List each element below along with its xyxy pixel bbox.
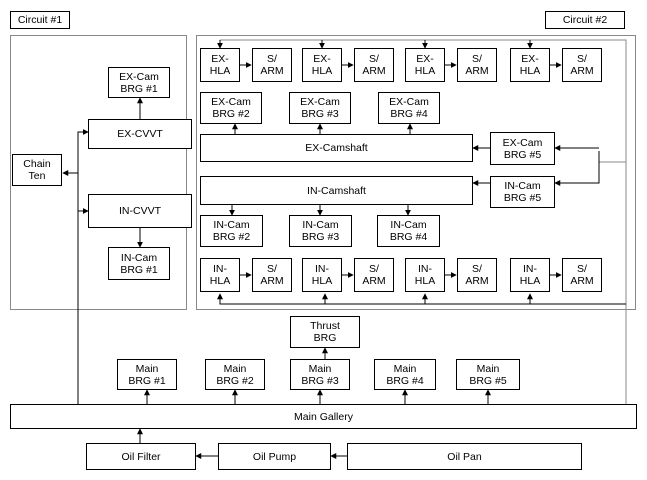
main-brg-4: Main BRG #4 (374, 359, 436, 390)
s-arm-4: S/ ARM (562, 48, 602, 82)
oil-filter: Oil Filter (86, 443, 196, 470)
chain-ten: Chain Ten (12, 154, 62, 186)
in-camshaft: IN-Camshaft (200, 176, 473, 205)
in-cam-brg-3: IN-Cam BRG #3 (289, 215, 352, 247)
s-arm-8: S/ ARM (562, 258, 602, 292)
in-cam-brg-4: IN-Cam BRG #4 (377, 215, 440, 247)
oil-pan: Oil Pan (347, 443, 582, 470)
ex-cam-brg-4: EX-Cam BRG #4 (378, 92, 440, 124)
in-cam-brg-2: IN-Cam BRG #2 (200, 215, 263, 247)
s-arm-1: S/ ARM (252, 48, 292, 82)
s-arm-5: S/ ARM (252, 258, 292, 292)
ex-cam-brg-3: EX-Cam BRG #3 (289, 92, 351, 124)
main-gallery: Main Gallery (10, 404, 637, 429)
main-brg-3: Main BRG #3 (290, 359, 350, 390)
ex-cam-brg-5: EX-Cam BRG #5 (490, 132, 555, 165)
circuit-1-label: Circuit #1 (10, 11, 70, 29)
ex-cam-brg-1: EX-Cam BRG #1 (108, 67, 170, 98)
s-arm-6: S/ ARM (354, 258, 394, 292)
thrust-brg: Thrust BRG (290, 316, 360, 348)
s-arm-2: S/ ARM (354, 48, 394, 82)
ex-camshaft: EX-Camshaft (200, 134, 473, 162)
main-brg-1: Main BRG #1 (117, 359, 177, 390)
in-hla-1: IN- HLA (200, 258, 240, 292)
circuit-2-label: Circuit #2 (545, 11, 625, 29)
circuit-1-region (10, 35, 187, 310)
s-arm-7: S/ ARM (457, 258, 497, 292)
ex-cvvt: EX-CVVT (88, 119, 192, 149)
ex-hla-3: EX- HLA (405, 48, 445, 82)
main-brg-5: Main BRG #5 (456, 359, 520, 390)
ex-hla-2: EX- HLA (302, 48, 342, 82)
ex-cam-brg-2: EX-Cam BRG #2 (200, 92, 262, 124)
ex-hla-4: EX- HLA (510, 48, 550, 82)
in-cam-brg-1: IN-Cam BRG #1 (108, 247, 170, 280)
s-arm-3: S/ ARM (457, 48, 497, 82)
oil-pump: Oil Pump (218, 443, 331, 470)
ex-hla-1: EX- HLA (200, 48, 240, 82)
main-brg-2: Main BRG #2 (205, 359, 265, 390)
in-cvvt: IN-CVVT (88, 194, 192, 228)
in-hla-3: IN- HLA (405, 258, 445, 292)
in-cam-brg-5: IN-Cam BRG #5 (490, 176, 555, 208)
circuit-2-region (196, 35, 636, 310)
in-hla-4: IN- HLA (510, 258, 550, 292)
in-hla-2: IN- HLA (302, 258, 342, 292)
